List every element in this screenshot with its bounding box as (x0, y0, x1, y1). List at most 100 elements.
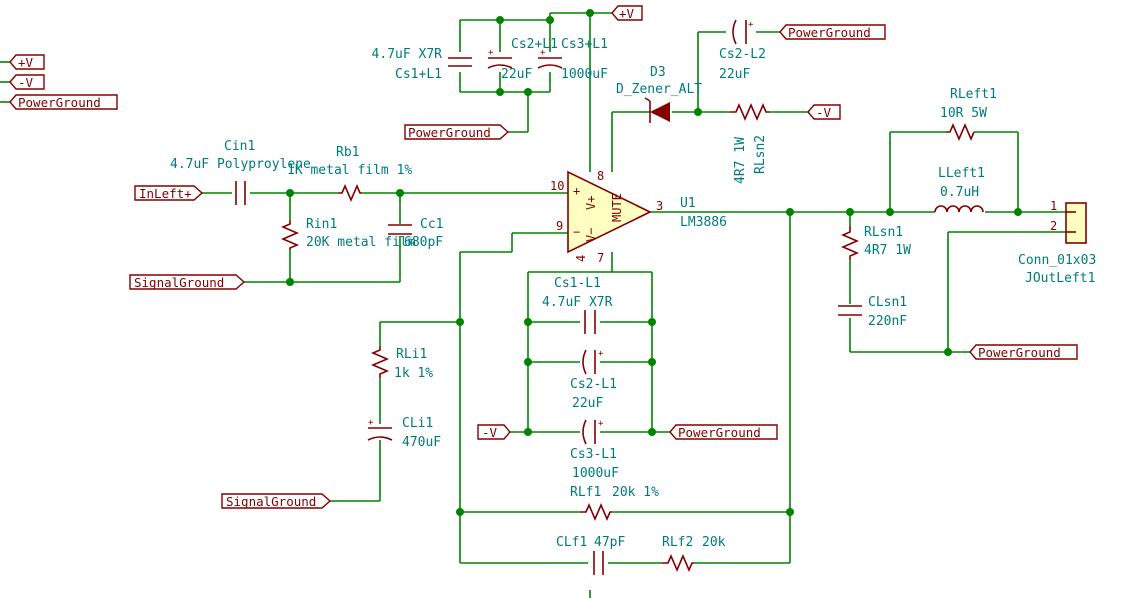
resistor-rlf1[interactable]: RLf1 20k 1% (570, 485, 659, 522)
d3-value: D_Zener_ALT (616, 82, 702, 97)
cap-clsn1[interactable]: CLsn1 220nF (838, 295, 907, 329)
cs2l1-value: 22uF (572, 396, 603, 411)
flag-powerground-left[interactable]: PowerGround (0, 94, 118, 110)
rlf1-value: 20k 1% (612, 485, 659, 500)
clsn1-ref: CLsn1 (868, 295, 907, 310)
svg-text:+: + (598, 349, 604, 359)
cap-cc1[interactable]: Cc1 680pF (388, 217, 443, 250)
flag-vminus-rlsn2-label: -V (816, 105, 832, 120)
cin1-ref: Cin1 (224, 139, 255, 154)
clf1-ref: CLf1 (556, 535, 587, 550)
rin1-value: 20K metal film (306, 235, 416, 250)
cs1l1-value: 4.7uF X7R (542, 295, 613, 310)
cap-cs2l2[interactable]: + Cs2-L2 22uF (719, 19, 766, 82)
cap-cli1[interactable]: + CLi1 470uF (367, 416, 441, 450)
rlf1-ref: RLf1 (570, 485, 601, 500)
resistor-rin1[interactable]: Rin1 20K metal film (280, 217, 416, 250)
rb1-value: 1K metal film 1% (287, 163, 412, 178)
u1-vplus-label: V+ (584, 196, 598, 210)
connector-joutleft1[interactable]: 1 2 Conn_01x03 JOutLeft1 (1018, 199, 1096, 286)
cap-cs3l1-top[interactable]: + Cs3+L1 1000uF (537, 37, 608, 82)
u1-minus-sign: − (573, 225, 580, 239)
flag-vplus-top[interactable]: +V (611, 5, 643, 21)
inductor-lleft1[interactable]: LLeft1 0.7uH (934, 166, 985, 213)
u1-pin9: 9 (556, 219, 563, 233)
flag-powerground-left-label: PowerGround (18, 95, 101, 110)
rb1-ref: Rb1 (336, 145, 359, 160)
cs2l2-value: 22uF (719, 67, 750, 82)
cs3l1-ref: Cs3-L1 (570, 447, 617, 462)
flag-vplus-left-label: +V (18, 55, 34, 70)
resistor-rlsn1[interactable]: RLsn1 4R7 1W (840, 225, 911, 260)
conn-pin2: 2 (1050, 219, 1057, 233)
flag-vminus-caps-label: -V (482, 425, 498, 440)
flag-signalground-rin-label: SignalGround (134, 275, 224, 290)
flag-vplus-top-label: +V (619, 6, 635, 21)
rlsn1-ref: RLsn1 (864, 225, 903, 240)
opamp-u1[interactable]: 10 9 3 8 7 4 + − V+ V− MUTE U1 LM3886 (550, 169, 727, 265)
flag-powerground-conn[interactable]: PowerGround (969, 344, 1078, 360)
flag-powerground-top[interactable]: PowerGround (404, 124, 510, 140)
lleft1-value: 0.7uH (940, 185, 979, 200)
rlsn2-value: 4R7 1W (733, 137, 748, 184)
u1-pin8: 8 (597, 169, 604, 183)
cap-cs1l1-top[interactable]: 4.7uF X7R Cs1+L1 (372, 47, 472, 82)
flag-vminus-left-label: -V (18, 75, 34, 90)
resistor-rb1[interactable]: Rb1 1K metal film 1% (287, 145, 412, 203)
rleft1-value: 10R 5W (940, 106, 987, 121)
cli1-value: 470uF (402, 435, 441, 450)
rli1-value: 1k 1% (394, 366, 433, 381)
resistor-rlsn2[interactable]: 4R7 1W RLsn2 (730, 102, 770, 184)
rleft1-ref: RLeft1 (950, 87, 997, 102)
cap-cs1l1[interactable]: Cs1-L1 4.7uF X7R (542, 276, 613, 334)
resistor-rleft1[interactable]: RLeft1 10R 5W (940, 87, 997, 142)
flag-signalground-rin[interactable]: SignalGround (129, 274, 246, 290)
flag-inleft[interactable]: InLeft+ (134, 185, 204, 201)
cap-cs3l1[interactable]: + Cs3-L1 1000uF (570, 419, 619, 481)
cap-clf1[interactable]: CLf1 47pF (556, 535, 625, 575)
diode-d3[interactable]: D3 D_Zener_ALT (616, 65, 702, 123)
cap-cin1[interactable]: Cin1 4.7uF Polyproylene (170, 139, 311, 205)
u1-pin10: 10 (550, 179, 564, 193)
cs2l1-ref: Cs2-L1 (570, 377, 617, 392)
rlsn1-value: 4R7 1W (864, 243, 911, 258)
rlf2-value: 20k (702, 535, 726, 550)
flag-signalground-cli-label: SignalGround (226, 494, 316, 509)
flag-inleft-label: InLeft+ (139, 186, 192, 201)
cap-cs2l1-top[interactable]: + Cs2+L1 22uF (487, 37, 558, 82)
cs3l1-top-ref: Cs3+L1 (561, 37, 608, 52)
svg-text:+: + (598, 419, 604, 429)
svg-text:+: + (540, 48, 546, 58)
cs2l2-ref: Cs2-L2 (719, 47, 766, 62)
cs1l1-top-value: 4.7uF X7R (372, 47, 443, 62)
wires (202, 12, 1066, 598)
resistor-rlf2[interactable]: RLf2 20k (662, 535, 726, 573)
flag-vplus-left[interactable]: +V (0, 54, 45, 70)
cap-cs2l1[interactable]: + Cs2-L1 22uF (570, 349, 617, 411)
cs1l1-ref: Cs1-L1 (554, 276, 601, 291)
junctions (286, 9, 1022, 516)
rlsn2-ref: RLsn2 (753, 135, 768, 174)
cs1l1-top-ref: Cs1+L1 (395, 67, 442, 82)
u1-value: LM3886 (680, 215, 727, 230)
flag-vminus-left[interactable]: -V (0, 74, 45, 90)
flag-vminus-caps[interactable]: -V (477, 424, 511, 440)
lleft1-ref: LLeft1 (938, 166, 985, 181)
u1-ref: U1 (680, 196, 696, 211)
conn-ref: JOutLeft1 (1025, 271, 1095, 286)
cin1-value: 4.7uF Polyproylene (170, 157, 311, 172)
conn-pin1: 1 (1050, 199, 1057, 213)
rlf2-ref: RLf2 (662, 535, 693, 550)
u1-pin7: 7 (597, 251, 604, 265)
flag-powerground-caps[interactable]: PowerGround (669, 424, 778, 440)
rin1-ref: Rin1 (306, 217, 337, 232)
flag-vminus-rlsn2[interactable]: -V (807, 104, 841, 120)
u1-mute-label: MUTE (610, 193, 624, 222)
flag-powerground-top-label: PowerGround (408, 125, 491, 140)
flag-powerground-cs2l2[interactable]: PowerGround (779, 24, 886, 40)
svg-text:+: + (488, 48, 494, 58)
clf1-value: 47pF (594, 535, 625, 550)
resistor-rli1[interactable]: RLi1 1k 1% (370, 346, 433, 381)
flag-signalground-cli[interactable]: SignalGround (221, 493, 332, 509)
